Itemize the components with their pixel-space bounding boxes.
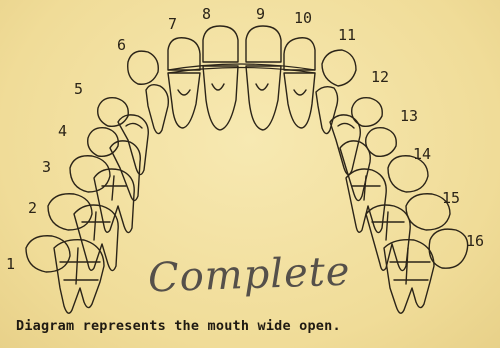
tooth-number-10: 10 <box>294 11 312 26</box>
tooth-4 <box>88 128 141 201</box>
tooth-number-5: 5 <box>74 82 83 97</box>
tooth-number-4: 4 <box>58 124 67 139</box>
tooth-number-3: 3 <box>42 160 51 175</box>
tooth-number-12: 12 <box>371 70 389 85</box>
tooth-9 <box>246 26 281 130</box>
tooth-number-15: 15 <box>442 191 460 206</box>
tooth-number-7: 7 <box>168 17 177 32</box>
tooth-number-2: 2 <box>28 201 37 216</box>
tooth-number-16: 16 <box>466 234 484 249</box>
tooth-number-8: 8 <box>202 7 211 22</box>
tooth-12 <box>330 98 382 175</box>
tooth-number-6: 6 <box>117 38 126 53</box>
tooth-number-14: 14 <box>413 147 431 162</box>
tooth-1 <box>26 236 104 313</box>
diagram-caption: Diagram represents the mouth wide open. <box>16 318 341 334</box>
tooth-8 <box>203 26 238 130</box>
tooth-number-1: 1 <box>6 257 15 272</box>
handwritten-note: Complete <box>147 248 351 301</box>
tooth-10 <box>284 38 315 128</box>
tooth-7 <box>168 38 200 128</box>
tooth-number-13: 13 <box>400 109 418 124</box>
tooth-3 <box>70 156 134 233</box>
tooth-6 <box>128 51 169 133</box>
tooth-16 <box>384 229 468 313</box>
tooth-number-9: 9 <box>256 7 265 22</box>
tooth-number-11: 11 <box>338 28 356 43</box>
tooth-11 <box>316 50 356 134</box>
